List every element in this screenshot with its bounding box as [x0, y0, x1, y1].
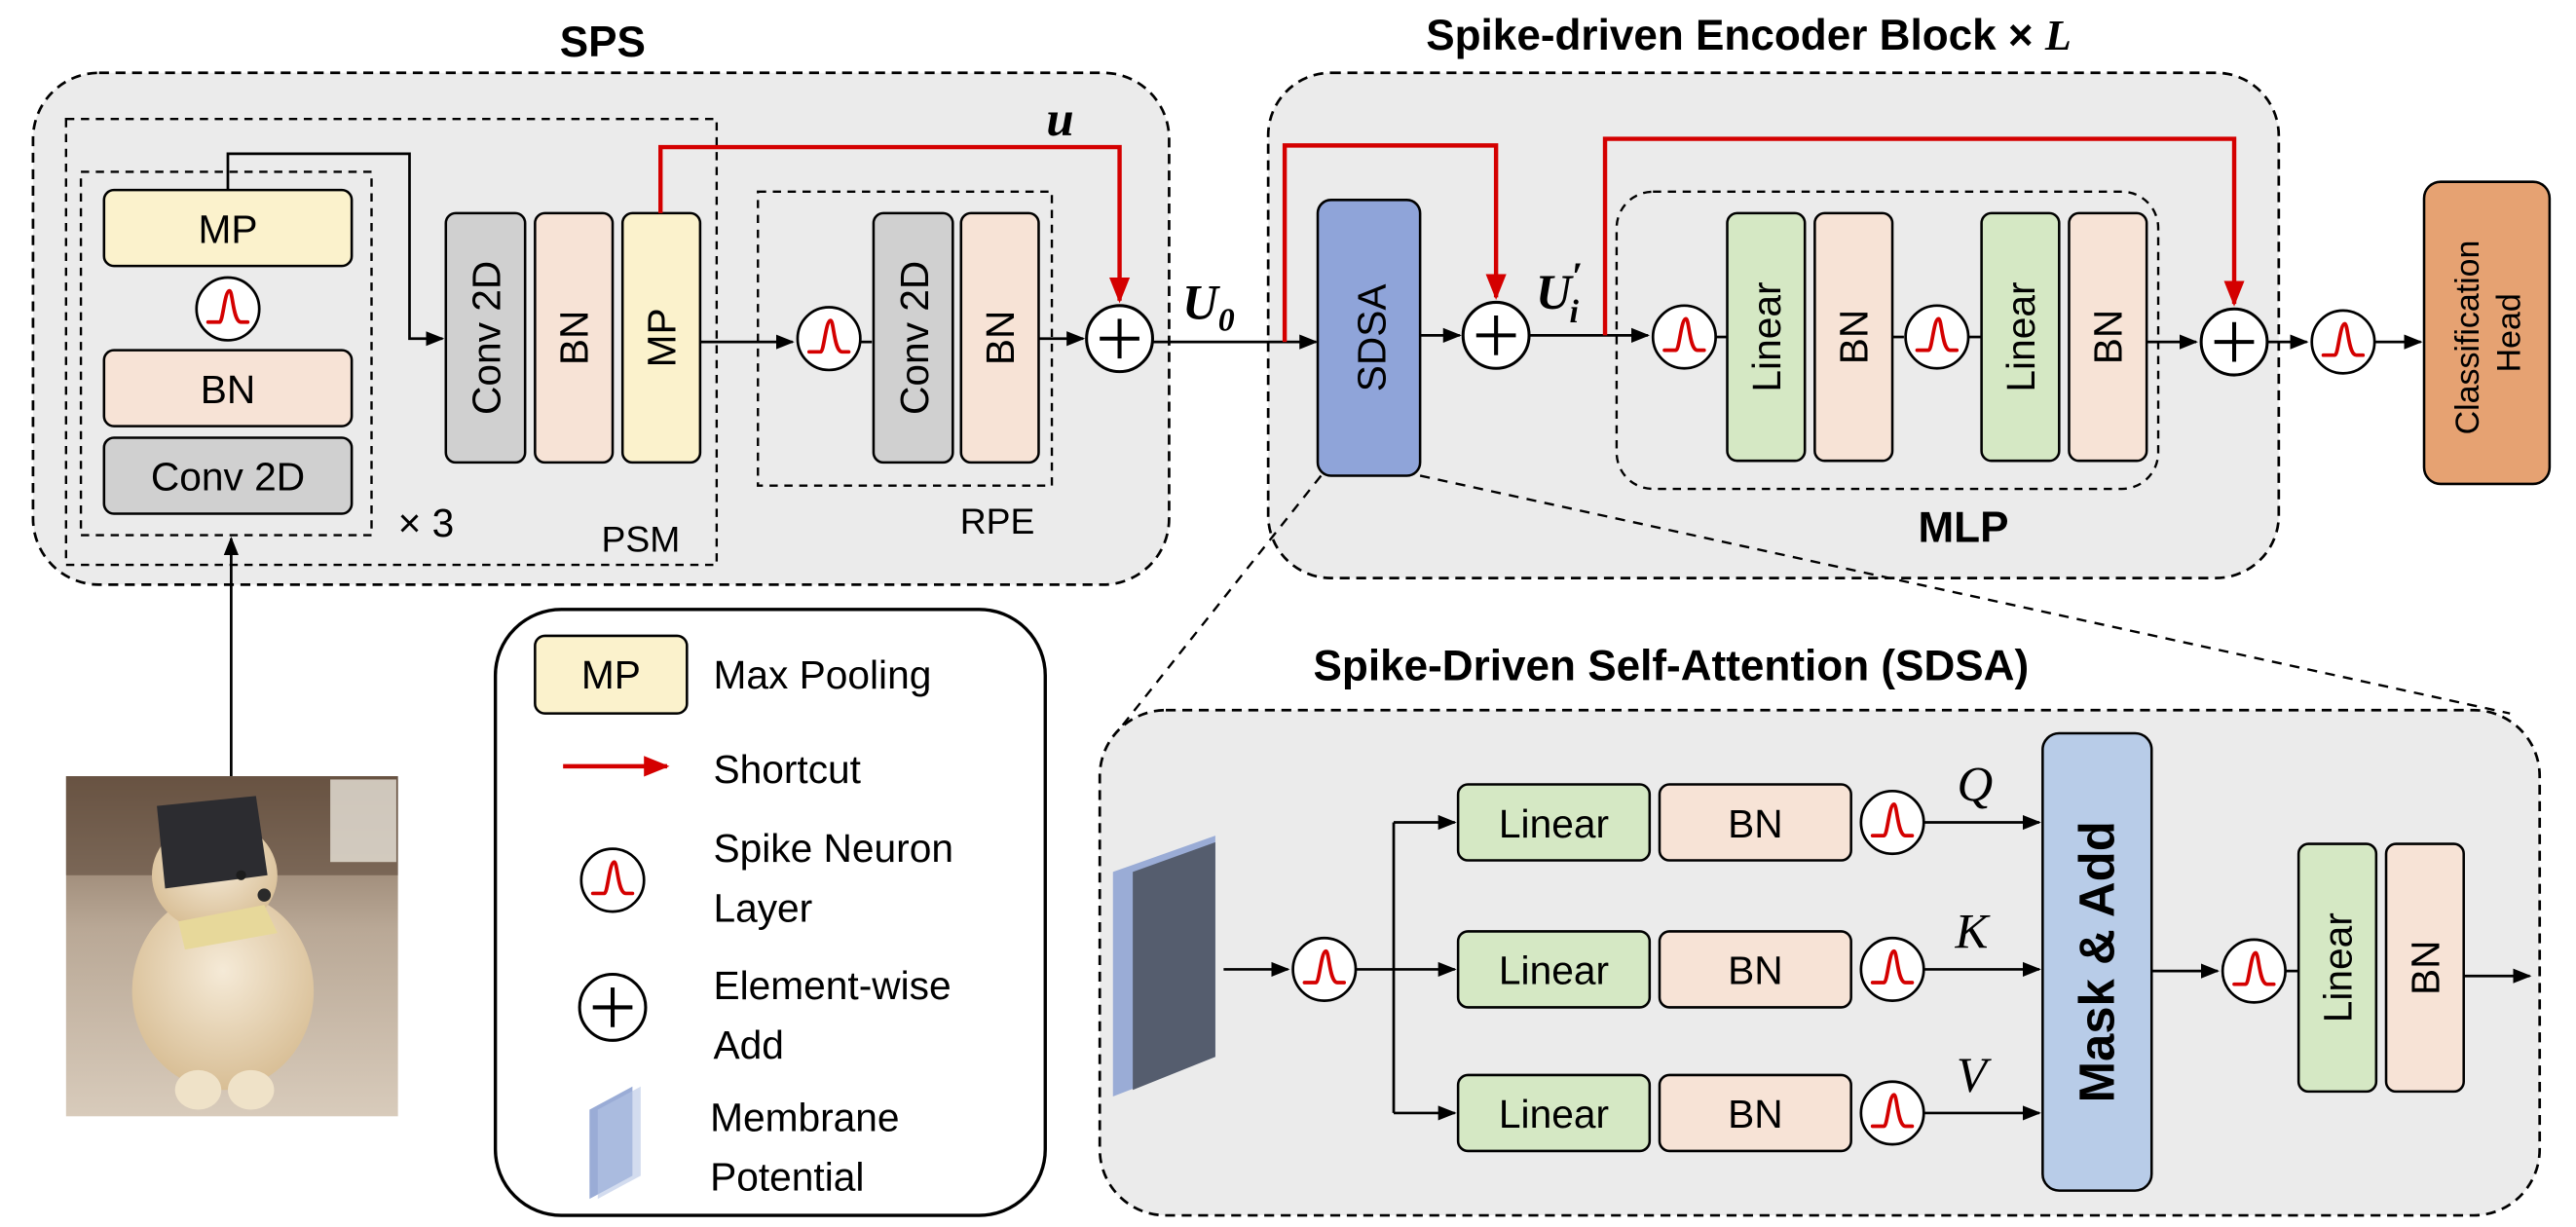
- element-add-icon: [1461, 300, 1531, 370]
- mlp-box: [1615, 190, 2160, 491]
- legend-spike-neuron-1: Spike Neuron: [713, 826, 953, 871]
- bn-block-v: [1658, 1073, 1852, 1153]
- mask-add-label: Mask & Add: [2069, 821, 2124, 1102]
- bn-label-stack: BN: [201, 367, 256, 412]
- spike-neuron-icon: [796, 306, 862, 372]
- sdsa-block: [1316, 199, 1422, 477]
- stack-output-line: [226, 152, 445, 347]
- q-label: Q: [1957, 758, 1993, 812]
- linear-label-k: Linear: [1499, 948, 1609, 993]
- spike-neuron-icon: [1859, 789, 1925, 856]
- classification-head: [2422, 180, 2552, 486]
- shortcut-mlp-arrow: [1602, 136, 2245, 336]
- classification-head-label: Classification Head: [2449, 231, 2527, 434]
- spike-neuron-icon: [579, 847, 646, 913]
- linear-block-mlp-1: [1726, 211, 1807, 463]
- spike-neuron-icon: [1651, 304, 1717, 370]
- spike-neuron-icon: [1859, 936, 1925, 1002]
- classification-head-line-2: Head: [2490, 293, 2527, 372]
- spike-neuron-icon: [1859, 1080, 1925, 1146]
- encoder-title: Spike-driven Encoder Block × L: [1426, 12, 2072, 59]
- mp-label-stack: MP: [198, 206, 257, 251]
- legend-element-add-2: Add: [713, 1022, 783, 1067]
- bn-label-mlp-1: BN: [1832, 310, 1877, 365]
- element-add-icon: [578, 972, 648, 1042]
- zoom-line-right: [1419, 474, 2511, 715]
- input-image: [65, 776, 398, 1117]
- legend-element-add-1: Element-wise: [713, 963, 951, 1008]
- linear-block-q: [1456, 783, 1652, 862]
- bn-block-mlp-2: [2068, 211, 2148, 463]
- rpe-box: [757, 190, 1054, 487]
- sps-title: SPS: [560, 19, 646, 66]
- membrane-potential-icon: [1112, 836, 1215, 1097]
- k-label: K: [1954, 905, 1991, 959]
- bn-block-psm: [534, 211, 615, 465]
- spike-neuron-icon: [1904, 304, 1970, 370]
- bn-label-psm: BN: [552, 311, 597, 366]
- legend-max-pooling: Max Pooling: [713, 652, 931, 697]
- bn-label-rpe: BN: [978, 311, 1023, 366]
- conv-label-rpe: Conv 2D: [892, 261, 937, 415]
- repeat-label: × 3: [398, 501, 455, 545]
- bn-label-k: BN: [1728, 948, 1783, 993]
- ui-label: U′i: [1536, 254, 1583, 330]
- branch-lines: [1356, 822, 1396, 1113]
- legend-membrane-2: Potential: [710, 1155, 864, 1200]
- bn-block-sdsa-out: [2384, 842, 2465, 1094]
- legend-mp-swatch: [534, 634, 689, 715]
- classification-head-line-1: Classification: [2449, 241, 2486, 435]
- psm-label: PSM: [601, 518, 680, 559]
- legend-shortcut: Shortcut: [713, 747, 861, 792]
- linear-label-mlp-1: Linear: [1744, 281, 1789, 391]
- mask-add-block: [2041, 731, 2153, 1192]
- linear-label-sdsa-out: Linear: [2315, 912, 2360, 1022]
- legend-mp-symbol: MP: [581, 652, 641, 697]
- linear-label-q: Linear: [1499, 801, 1609, 846]
- legend-spike-neuron-2: Layer: [713, 885, 812, 930]
- conv-block-stack: [102, 436, 354, 515]
- linear-block-v: [1456, 1073, 1652, 1153]
- conv-block-rpe: [872, 211, 954, 465]
- spike-neuron-icon: [1291, 936, 1358, 1002]
- bn-block-q: [1658, 783, 1852, 862]
- u-label: u: [1046, 93, 1073, 147]
- psm-box: [64, 118, 719, 567]
- linear-block-sdsa-out: [2296, 842, 2378, 1094]
- mp-label-psm: MP: [639, 308, 684, 367]
- spike-neuron-icon: [2310, 309, 2376, 375]
- membrane-potential-icon: [589, 1086, 641, 1200]
- sdsa-panel-title: Spike-Driven Self-Attention (SDSA): [1314, 643, 2030, 690]
- sdsa-label: SDSA: [1350, 283, 1395, 392]
- bn-block-k: [1658, 930, 1852, 1009]
- shortcut-sdsa-arrow: [1282, 143, 1507, 343]
- conv-label-psm: Conv 2D: [465, 261, 509, 415]
- legend-membrane-1: Membrane: [710, 1096, 899, 1140]
- shortcut-u-arrow: [658, 144, 1131, 304]
- u0-label: U0: [1182, 276, 1235, 338]
- spike-neuron-icon: [2221, 938, 2287, 1004]
- v-label: V: [1957, 1049, 1992, 1103]
- element-add-icon: [2199, 307, 2269, 377]
- bn-label-mlp-2: BN: [2086, 310, 2131, 365]
- rpe-label: RPE: [960, 501, 1035, 541]
- element-add-icon: [1085, 304, 1154, 374]
- conv-label-stack: Conv 2D: [151, 455, 305, 500]
- bn-block-stack: [102, 349, 354, 428]
- bn-label-q: BN: [1728, 801, 1783, 846]
- spike-neuron-icon: [195, 276, 261, 342]
- mlp-label: MLP: [1918, 503, 2008, 551]
- linear-label-v: Linear: [1499, 1092, 1609, 1136]
- bn-label-v: BN: [1728, 1092, 1783, 1136]
- legend-box: [493, 608, 1047, 1217]
- zoom-line-left: [1115, 474, 1323, 734]
- linear-block-mlp-2: [1980, 211, 2061, 463]
- conv-block-psm: [444, 211, 527, 465]
- linear-label-mlp-2: Linear: [1998, 281, 2043, 391]
- linear-block-k: [1456, 930, 1652, 1009]
- bn-label-sdsa-out: BN: [2403, 940, 2447, 995]
